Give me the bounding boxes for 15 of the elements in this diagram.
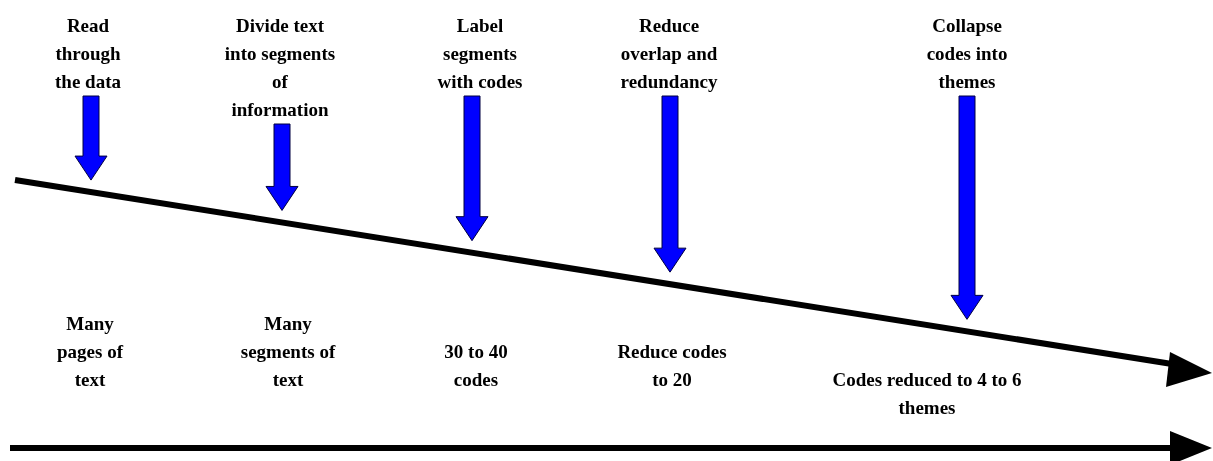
result-label: 30 to 40 codes bbox=[443, 340, 509, 392]
step-label: Collapse codes into themes bbox=[925, 14, 1009, 94]
down-arrow bbox=[455, 95, 489, 242]
down-arrow bbox=[950, 95, 984, 320]
result-label: Many pages of text bbox=[56, 312, 125, 392]
result-label: Many segments of text bbox=[239, 312, 337, 392]
result-label: Codes reduced to 4 to 6 themes bbox=[831, 368, 1023, 420]
down-arrow bbox=[653, 95, 687, 273]
step-label: Read through the data bbox=[54, 14, 122, 94]
down-arrow bbox=[74, 95, 108, 181]
step-label: Divide text into segments of information bbox=[224, 14, 336, 122]
step-label: Reduce overlap and redundancy bbox=[619, 14, 719, 94]
step-label: Label segments with codes bbox=[436, 14, 524, 94]
result-label: Reduce codes to 20 bbox=[616, 340, 728, 392]
down-arrow bbox=[265, 123, 299, 211]
